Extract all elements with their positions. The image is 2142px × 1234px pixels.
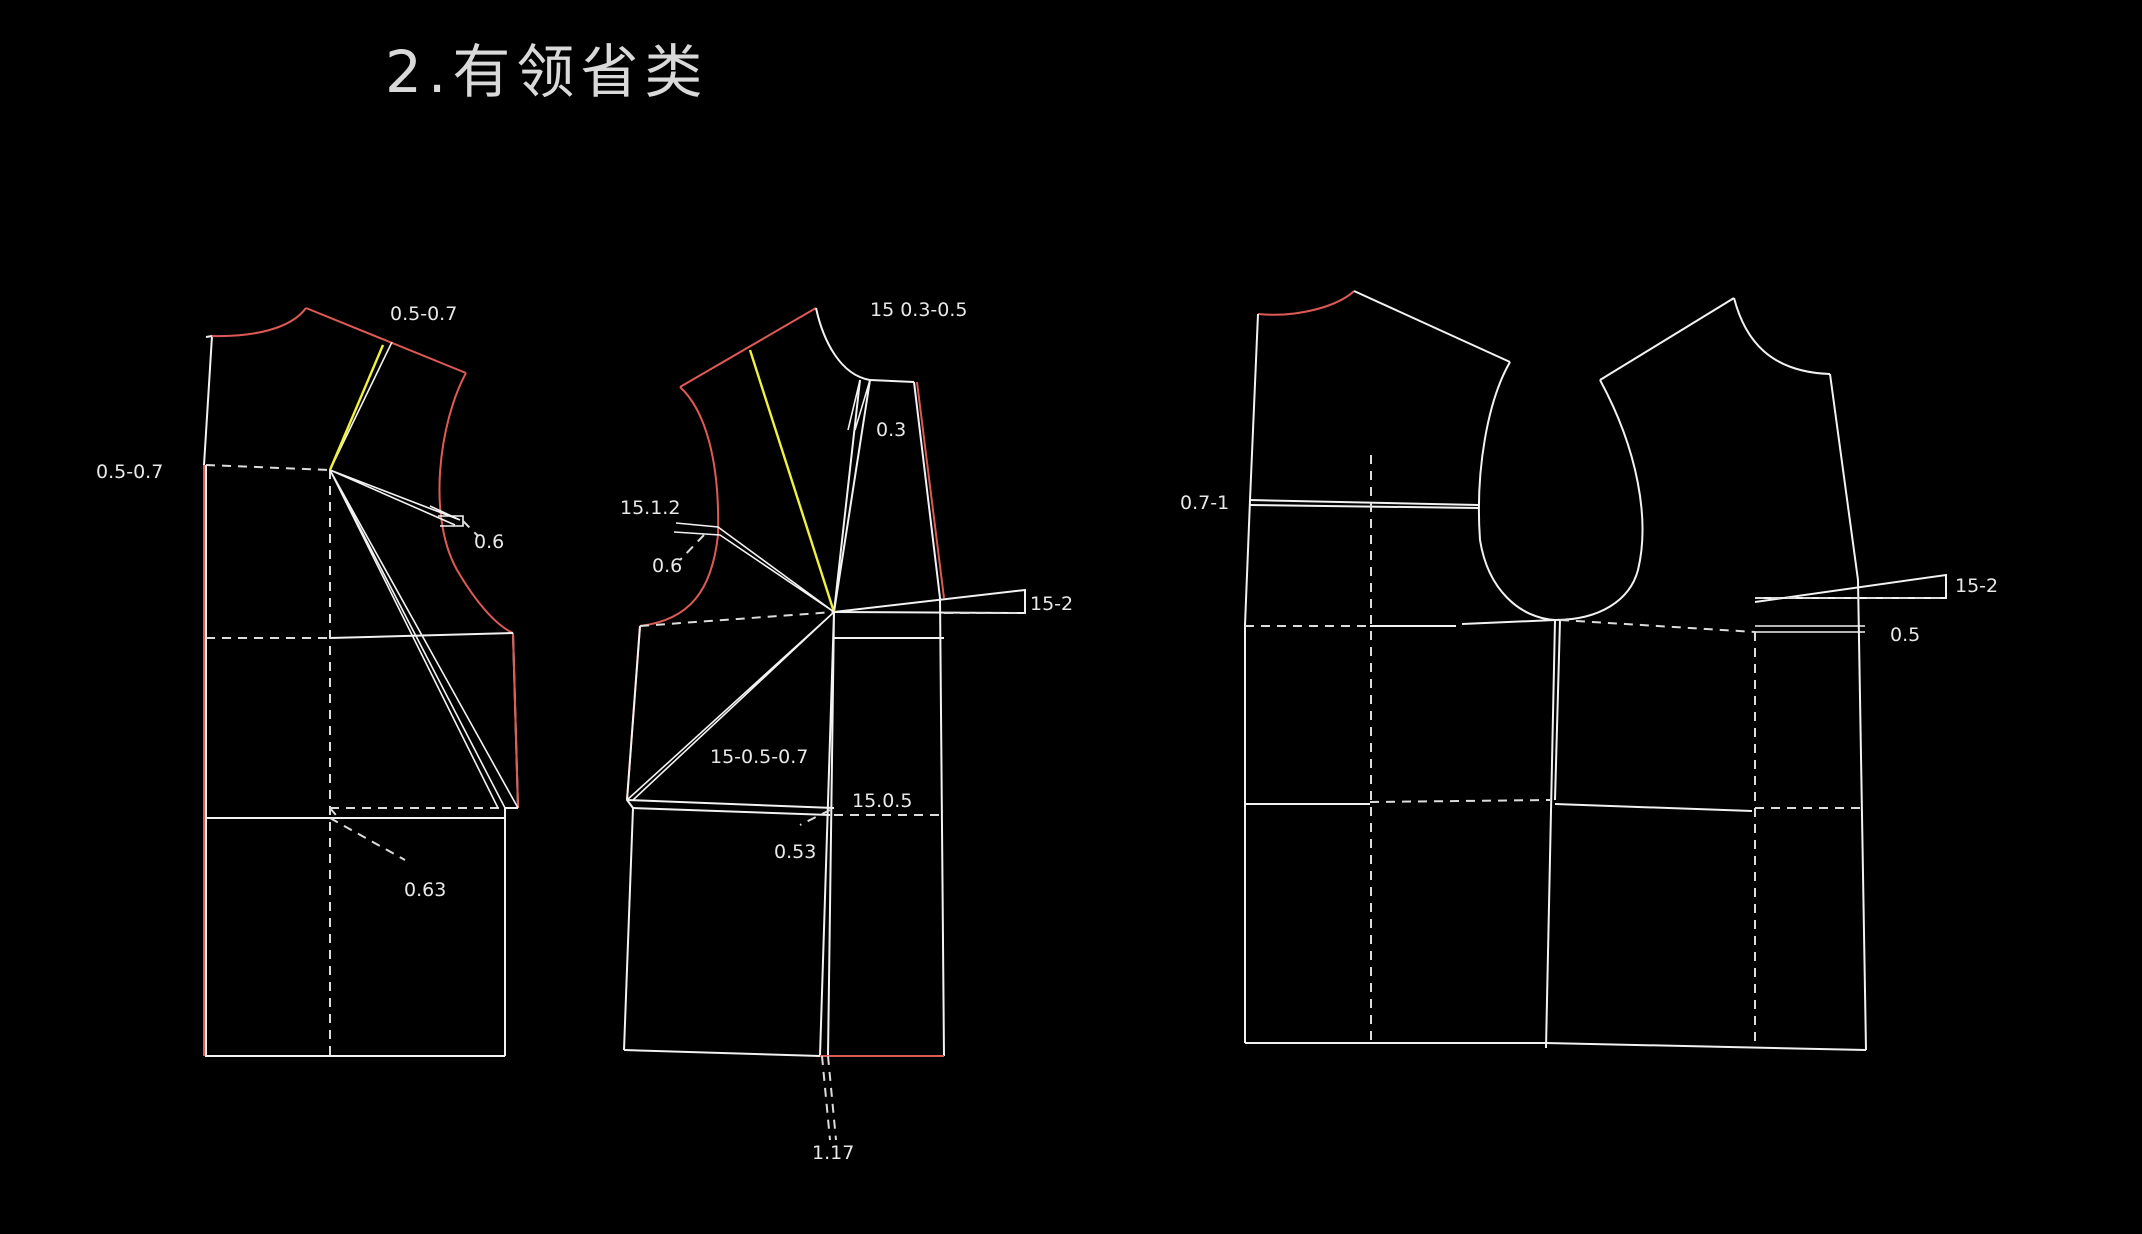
middle-label-center: 15-0.5-0.7 [710, 746, 808, 768]
right-left-side-top [1249, 499, 1479, 506]
left-side-seam [504, 632, 519, 1056]
right-left-shoulder [1353, 290, 1511, 363]
left-dart-diagonal [329, 469, 519, 809]
middle-center-line-1 [833, 379, 871, 613]
left-label-shoulder: 0.5-0.7 [390, 303, 457, 325]
middle-waist-leader [799, 809, 831, 826]
right-side-dart-b [1755, 625, 1865, 633]
left-neck-curve [211, 307, 307, 338]
left-dart-upper [329, 469, 461, 526]
middle-label-side-dart: 15-2 [1030, 593, 1073, 615]
left-label-armhole: 0.6 [474, 531, 504, 553]
right-label-side: 0.7-1 [1180, 492, 1229, 514]
middle-label-bottom: 1.17 [812, 1142, 854, 1164]
left-armhole-leader [462, 520, 479, 537]
middle-neck-top [869, 379, 915, 383]
left-bodice-pattern: 0.5-0.7 0.5-0.7 0.6 0.63 [96, 303, 519, 1057]
middle-bottom-leader [821, 1055, 837, 1141]
middle-right-edge [913, 381, 945, 1057]
left-hem-dart-leader-2 [329, 807, 341, 821]
right-left-side-bottom [1249, 504, 1479, 509]
middle-neck-curve [815, 307, 871, 381]
left-center-front [205, 465, 505, 1057]
middle-label-shoulder: 15 0.3-0.5 [870, 299, 968, 321]
left-neckline-outline [203, 335, 213, 466]
right-chest-dash-left [1369, 799, 1551, 803]
middle-left-edge [623, 625, 641, 1051]
left-armhole-curve [438, 372, 514, 634]
middle-label-waist-dart: 0.53 [774, 841, 816, 863]
right-label-dart-b: 0.5 [1890, 624, 1920, 646]
right-right-shoulder [1599, 297, 1735, 381]
middle-bodice-pattern: 15 0.3-0.5 0.3 15.1.2 0.6 15-2 15-0.5-0.… [620, 299, 1073, 1164]
right-right-outer [1829, 373, 1867, 1051]
right-bust-solid-mid [1370, 619, 1556, 627]
right-combined-pattern: 0.7-1 15-2 0.5 [1180, 290, 1998, 1051]
middle-chest-dash [639, 611, 835, 627]
right-label-dart: 15-2 [1955, 575, 1998, 597]
middle-dart-armhole [673, 522, 835, 613]
left-label-hem-dart: 0.63 [404, 879, 446, 901]
left-dart-yellow [328, 344, 385, 471]
right-left-outer [1244, 313, 1259, 1043]
left-shoulder-line [305, 307, 467, 374]
left-hem-line [206, 807, 518, 819]
right-armhole-loop [1477, 361, 1644, 622]
right-center-seam [1545, 619, 1561, 1049]
left-hem-dart-leader [329, 817, 406, 861]
middle-label-armhole-b: 0.6 [652, 555, 682, 577]
middle-center-line-2 [819, 611, 835, 1057]
left-bust-line [205, 464, 331, 471]
middle-dart-yellow [748, 349, 836, 613]
middle-armhole-leader [679, 534, 705, 561]
right-neck-curve [1257, 290, 1355, 316]
right-chest-line-right [1554, 803, 1753, 812]
left-side-seam-red [512, 632, 519, 809]
right-side-dart [1754, 573, 1947, 603]
right-bottom-line [1245, 1042, 1867, 1051]
middle-dart-lower [626, 611, 835, 801]
right-right-neck [1733, 297, 1831, 375]
middle-neck-dart-lines [847, 379, 871, 431]
page-title: 2.有领省类 [385, 38, 708, 106]
right-bust-dash-right [1559, 619, 1756, 633]
middle-shoulder-line [679, 307, 817, 388]
middle-label-neck-dart: 0.3 [876, 419, 906, 441]
middle-side-dart [833, 588, 1026, 615]
middle-label-waist-right: 15.0.5 [852, 790, 912, 812]
middle-waist-line [626, 799, 835, 816]
middle-right-edge-red [916, 381, 945, 599]
middle-bottom-line [623, 1049, 821, 1057]
middle-label-armhole-a: 15.1.2 [620, 497, 680, 519]
left-label-side: 0.5-0.7 [96, 461, 163, 483]
